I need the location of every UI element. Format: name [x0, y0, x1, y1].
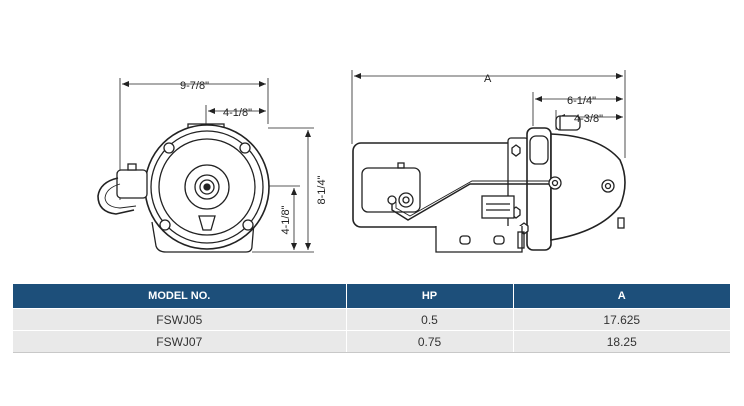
dim-label-width: 9-7/8" — [180, 80, 209, 92]
dim-label-half: 4-1/8" — [223, 107, 252, 119]
column-header-hp: HP — [346, 284, 514, 309]
cell-hp: 0.5 — [346, 308, 514, 331]
dim-label-height: 8-1/4" — [316, 175, 328, 204]
pump-dimension-drawing: 9-7/8" 4-1/8" 8-1/4" 4-1/8" A 6-1/4" 4-3… — [97, 70, 626, 253]
cell-model: FSWJ05 — [13, 308, 347, 331]
dim-label-motor: 6-1/4" — [567, 95, 596, 107]
table-row: FSWJ05 0.5 17.625 — [13, 308, 730, 331]
dim-label-lower: 4-1/8" — [280, 205, 292, 234]
table-row: FSWJ07 0.75 18.25 — [13, 330, 730, 353]
model-spec-table: MODEL NO. HP A FSWJ05 0.5 17.625 FSWJ07 … — [13, 284, 730, 353]
cell-a: 18.25 — [513, 330, 730, 353]
column-header-a: A — [513, 284, 730, 309]
side-view — [351, 70, 626, 253]
cell-model: FSWJ07 — [13, 330, 347, 353]
table-header-row: MODEL NO. HP A — [13, 284, 730, 309]
front-view — [97, 78, 314, 253]
dim-label-inlet: 4-3/8" — [574, 113, 603, 125]
column-header-model: MODEL NO. — [13, 284, 347, 309]
cell-a: 17.625 — [513, 308, 730, 331]
cell-hp: 0.75 — [346, 330, 514, 353]
dim-label-overall: A — [484, 73, 492, 85]
